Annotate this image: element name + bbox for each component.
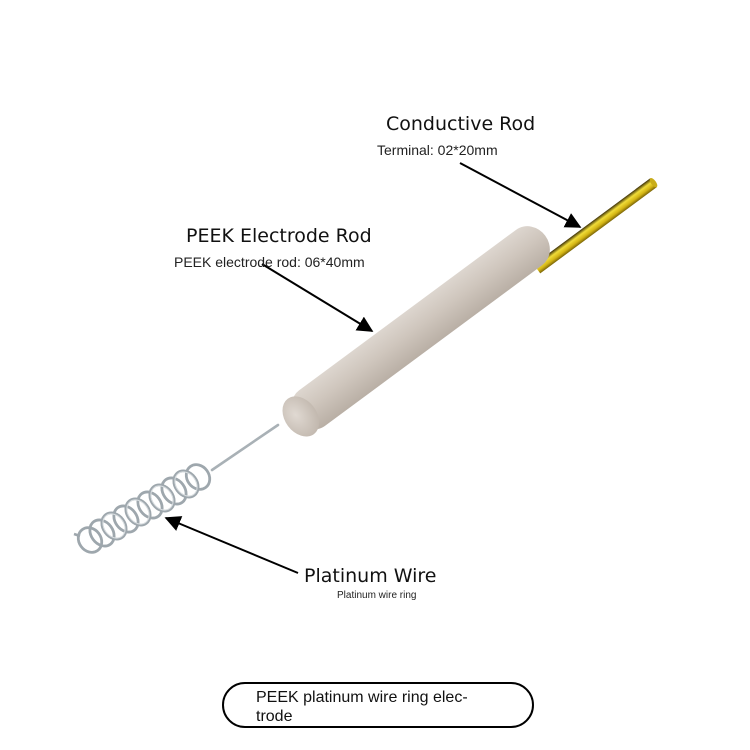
platinum-wire-detail: Platinum wire ring: [337, 590, 417, 601]
platinum-wire-title: Platinum Wire: [304, 565, 437, 587]
platinum-coil-highlight: [102, 471, 198, 539]
conductive-rod-title: Conductive Rod: [386, 113, 536, 135]
platinum-wire-lead: [210, 423, 280, 472]
peek-rod: [282, 226, 550, 437]
arrow-peek-rod: [261, 263, 374, 332]
peek-rod-title: PEEK Electrode Rod: [186, 225, 372, 247]
caption-text: PEEK platinum wire ring elec- trode: [256, 689, 468, 725]
arrow-conductive-rod: [459, 162, 582, 228]
caption-box: PEEK platinum wire ring elec- trode: [222, 682, 534, 728]
conductive-rod-detail: Terminal: 02*20mm: [377, 142, 498, 158]
platinum-coil-tail: [73, 532, 81, 538]
arrow-platinum-wire: [164, 516, 299, 574]
peek-rod-detail: PEEK electrode rod: 06*40mm: [174, 254, 365, 270]
conductive-rod: [533, 178, 658, 274]
platinum-coil: [76, 463, 212, 554]
